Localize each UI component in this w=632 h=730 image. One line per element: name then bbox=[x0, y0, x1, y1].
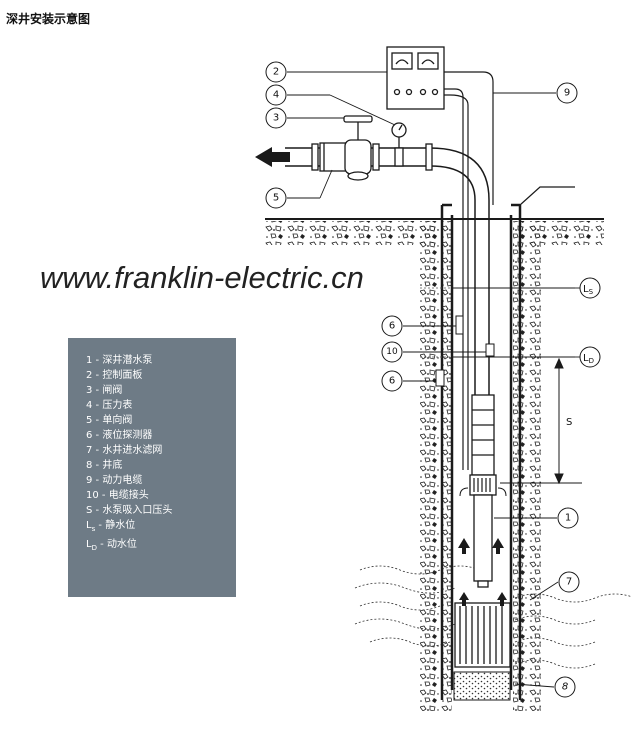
well-cap-pointer bbox=[519, 186, 575, 206]
aquifer-lines bbox=[354, 565, 632, 669]
control-panel bbox=[386, 46, 445, 110]
legend-item: 9 - 动力电缆 bbox=[86, 475, 143, 486]
callout-1: 1 bbox=[565, 513, 571, 524]
legend-item: 6 - 液位探测器 bbox=[86, 430, 153, 441]
pipe-flanges bbox=[311, 143, 433, 171]
level-probe-lower bbox=[435, 369, 445, 387]
website-watermark: www.franklin-electric.cn bbox=[40, 260, 364, 295]
callout-6-upper: 6 bbox=[389, 321, 395, 332]
legend-item: 2 - 控制面板 bbox=[86, 370, 143, 381]
intake-arrows bbox=[459, 487, 507, 497]
legend-item: 7 - 水井进水滤网 bbox=[86, 445, 163, 456]
legend-item-static-level: Ls - 静水位 bbox=[86, 520, 136, 533]
page-title: 深井安装示意图 bbox=[6, 12, 91, 26]
pressure-gauge bbox=[391, 122, 407, 167]
legend-item: 10 - 电缆接头 bbox=[86, 490, 149, 501]
discharge-arrow bbox=[255, 147, 290, 167]
right-soil-column bbox=[513, 221, 541, 711]
callout-7: 7 bbox=[566, 577, 572, 588]
pump-body bbox=[469, 394, 497, 588]
surface-soil bbox=[265, 221, 440, 245]
legend-item: 1 - 深井潜水泵 bbox=[86, 355, 153, 366]
panel-cables bbox=[444, 71, 494, 205]
left-soil-column bbox=[420, 221, 452, 711]
gate-valve bbox=[343, 115, 373, 181]
submergence-dimension bbox=[500, 357, 582, 485]
callout-10: 10 bbox=[386, 347, 398, 357]
power-cable bbox=[462, 195, 469, 470]
well-screen bbox=[454, 602, 511, 668]
callout-9: 9 bbox=[564, 88, 570, 99]
legend-item-dynamic-level: LD - 动水位 bbox=[86, 539, 137, 552]
callout-8: 8 bbox=[562, 682, 568, 693]
legend-item: S - 水泵吸入口压头 bbox=[86, 505, 173, 516]
callout-leaders bbox=[287, 71, 580, 688]
well-casing bbox=[440, 203, 522, 700]
legend-item: 3 - 闸阀 bbox=[86, 385, 123, 396]
static-level-label: LS bbox=[583, 284, 594, 296]
callout-2: 2 bbox=[273, 67, 279, 78]
cable-splice bbox=[485, 343, 495, 357]
legend-item: 8 - 井底 bbox=[86, 460, 123, 471]
legend-item: 5 - 单向阀 bbox=[86, 415, 133, 426]
callout-4: 4 bbox=[273, 90, 279, 101]
check-valve bbox=[319, 142, 349, 172]
level-probe-upper bbox=[455, 315, 464, 335]
callout-3: 3 bbox=[273, 113, 279, 124]
flow-arrows bbox=[458, 538, 507, 606]
callout-circles bbox=[265, 61, 601, 698]
legend-item: 4 - 压力表 bbox=[86, 400, 133, 411]
callout-5: 5 bbox=[273, 193, 279, 204]
submergence-label: S bbox=[566, 417, 572, 428]
legend-list: 1 - 深井潜水泵 2 - 控制面板 3 - 闸阀 4 - 压力表 5 - 单向阀 6 -… bbox=[86, 353, 236, 518]
well-bottom-fill bbox=[453, 671, 511, 701]
callout-6-lower: 6 bbox=[389, 376, 395, 387]
dynamic-level-label: LD bbox=[583, 353, 594, 365]
legend-panel: 1 - 深井潜水泵 2 - 控制面板 3 - 闸阀 4 - 压力表 5 - 单向阀 6 -… bbox=[68, 338, 236, 597]
drop-pipe bbox=[474, 200, 490, 395]
